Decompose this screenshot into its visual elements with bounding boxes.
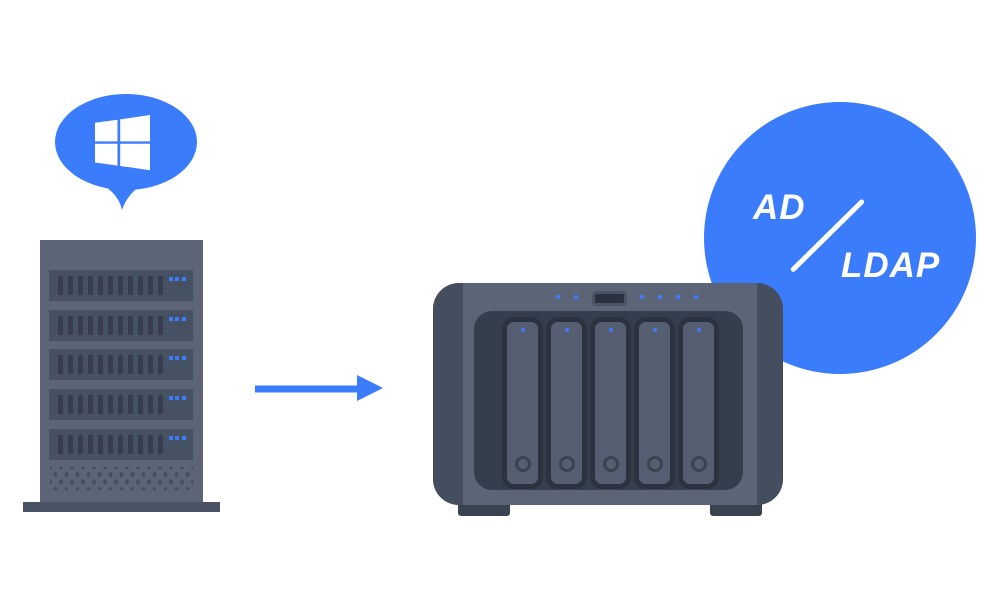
server-unit-leds bbox=[168, 356, 186, 361]
server-unit bbox=[49, 270, 193, 301]
led-indicator bbox=[182, 435, 186, 440]
led-indicator bbox=[175, 356, 180, 361]
drive-bay bbox=[502, 317, 543, 489]
windows-server-rack bbox=[40, 240, 203, 502]
server-vent-grille bbox=[50, 467, 193, 490]
server-unit-leds bbox=[168, 316, 186, 321]
server-unit-slats bbox=[58, 395, 164, 415]
drive-bay-led bbox=[564, 328, 569, 332]
server-rack-base bbox=[23, 502, 220, 512]
ldap-label: LDAP bbox=[841, 246, 941, 285]
drive-bay bbox=[590, 317, 631, 489]
server-unit bbox=[49, 428, 193, 460]
windows-speech-bubble bbox=[55, 94, 197, 210]
server-unit-leds bbox=[168, 435, 186, 440]
led-indicator bbox=[175, 277, 180, 281]
led-indicator bbox=[175, 316, 180, 321]
ad-label: AD bbox=[753, 188, 806, 227]
server-unit bbox=[49, 389, 193, 421]
drive-bay-led bbox=[696, 328, 701, 332]
nas-drive-cage bbox=[474, 311, 743, 490]
led-indicator bbox=[676, 295, 680, 299]
drive-bay-led bbox=[608, 328, 613, 332]
drive-bay-led bbox=[520, 328, 525, 332]
drive-bay bbox=[546, 317, 587, 489]
led-indicator bbox=[168, 356, 173, 361]
nas-side-panel-right bbox=[757, 283, 783, 505]
drive-bay-lock bbox=[514, 456, 531, 472]
nas-device bbox=[433, 283, 783, 505]
led-indicator bbox=[168, 435, 173, 440]
drive-bay-lock bbox=[690, 456, 707, 472]
nas-status-leds-right bbox=[640, 295, 698, 299]
led-indicator bbox=[182, 396, 186, 401]
led-indicator bbox=[182, 277, 186, 281]
drive-bay-list bbox=[502, 317, 719, 489]
led-indicator bbox=[640, 295, 644, 299]
led-indicator bbox=[694, 295, 698, 299]
led-indicator bbox=[182, 316, 186, 321]
led-indicator bbox=[556, 295, 560, 299]
windows-logo-icon bbox=[95, 115, 150, 171]
server-unit-leds bbox=[168, 277, 186, 281]
server-unit-slats bbox=[58, 434, 164, 454]
drive-bay-lock bbox=[602, 456, 619, 472]
server-unit-slats bbox=[58, 355, 164, 375]
led-indicator bbox=[168, 316, 173, 321]
server-unit-slats bbox=[58, 315, 164, 335]
drive-bay bbox=[634, 317, 675, 489]
drive-bay-led bbox=[652, 328, 657, 332]
ad-ldap-badge: AD LDAP bbox=[704, 102, 976, 374]
drive-bay bbox=[678, 317, 719, 489]
drive-bay-lock bbox=[646, 456, 663, 472]
led-indicator bbox=[168, 277, 173, 281]
server-unit-leds bbox=[168, 396, 186, 401]
server-unit bbox=[49, 349, 193, 381]
right-arrow-icon bbox=[255, 375, 383, 401]
led-indicator bbox=[175, 396, 180, 401]
nas-side-panel-left bbox=[433, 283, 463, 505]
nas-status-leds-left bbox=[556, 295, 578, 299]
speech-bubble-body bbox=[55, 94, 197, 190]
led-indicator bbox=[658, 295, 662, 299]
server-unit bbox=[49, 309, 193, 341]
led-indicator bbox=[168, 396, 173, 401]
led-indicator bbox=[574, 295, 578, 299]
nas-power-button bbox=[592, 291, 627, 306]
led-indicator bbox=[182, 356, 186, 361]
server-unit-slats bbox=[58, 276, 164, 295]
drive-bay-lock bbox=[558, 456, 575, 472]
led-indicator bbox=[175, 435, 180, 440]
